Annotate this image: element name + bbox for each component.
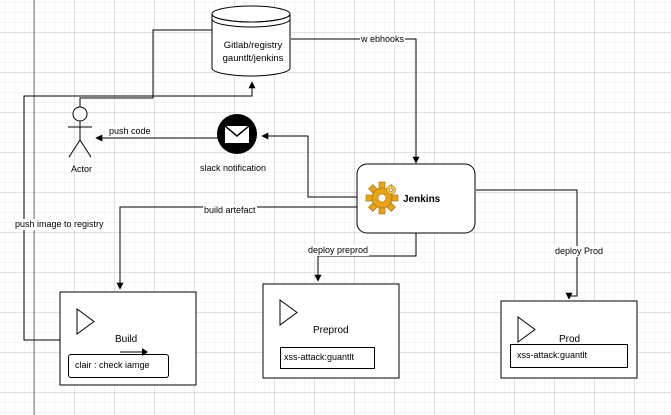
jenkins-label: Jenkins: [403, 194, 441, 205]
edge-jenkins-to-slack[interactable]: [261, 132, 357, 198]
preprod-play-icon: [279, 299, 298, 326]
actor-icon[interactable]: [68, 106, 92, 158]
jenkins-node[interactable]: [356, 163, 476, 234]
preprod-step[interactable]: xss-attack:guantlt: [280, 347, 375, 369]
build-step[interactable]: clair : check iamge: [68, 354, 169, 378]
prod-title: Prod: [559, 334, 581, 345]
build-title: Build: [115, 334, 138, 345]
webhooks-label: w ebhooks: [360, 34, 406, 45]
actor-label: Actor: [71, 164, 93, 174]
prod-step[interactable]: xss-attack:guantlt: [510, 344, 628, 368]
push-code-label: push code: [108, 126, 152, 137]
prod-step-label: xss-attack:guantlt: [517, 350, 588, 360]
prod-play-icon: [517, 316, 536, 343]
build-step-label: clair : check iamge: [75, 360, 150, 370]
edge-deploy-prod[interactable]: [476, 189, 578, 300]
registry-label: Gitlab/registry gauntlt/jenkins: [222, 40, 284, 64]
registry-database[interactable]: [211, 5, 291, 77]
preprod-title: Preprod: [313, 325, 349, 336]
deploy-preprod-label: deploy preprod: [307, 245, 370, 256]
edge-deploy-preprod[interactable]: [314, 233, 417, 282]
build-artefact-label: build artefact: [203, 205, 257, 216]
build-step-arrow: [120, 348, 148, 356]
edge-push-image[interactable]: [23, 81, 256, 341]
slack-notification-label: slack notification: [200, 163, 267, 173]
preprod-step-label: xss-attack:guantlt: [284, 352, 355, 362]
deploy-prod-label: deploy Prod: [554, 246, 605, 257]
edge-webhooks[interactable]: [291, 38, 420, 164]
build-play-icon: [76, 308, 95, 335]
push-image-label: push image to registry: [14, 219, 105, 230]
edge-build-artefact[interactable]: [116, 206, 357, 290]
gear-icon: [365, 181, 399, 215]
edge-actor-to-registry[interactable]: [79, 29, 222, 110]
email-icon[interactable]: [217, 114, 257, 154]
